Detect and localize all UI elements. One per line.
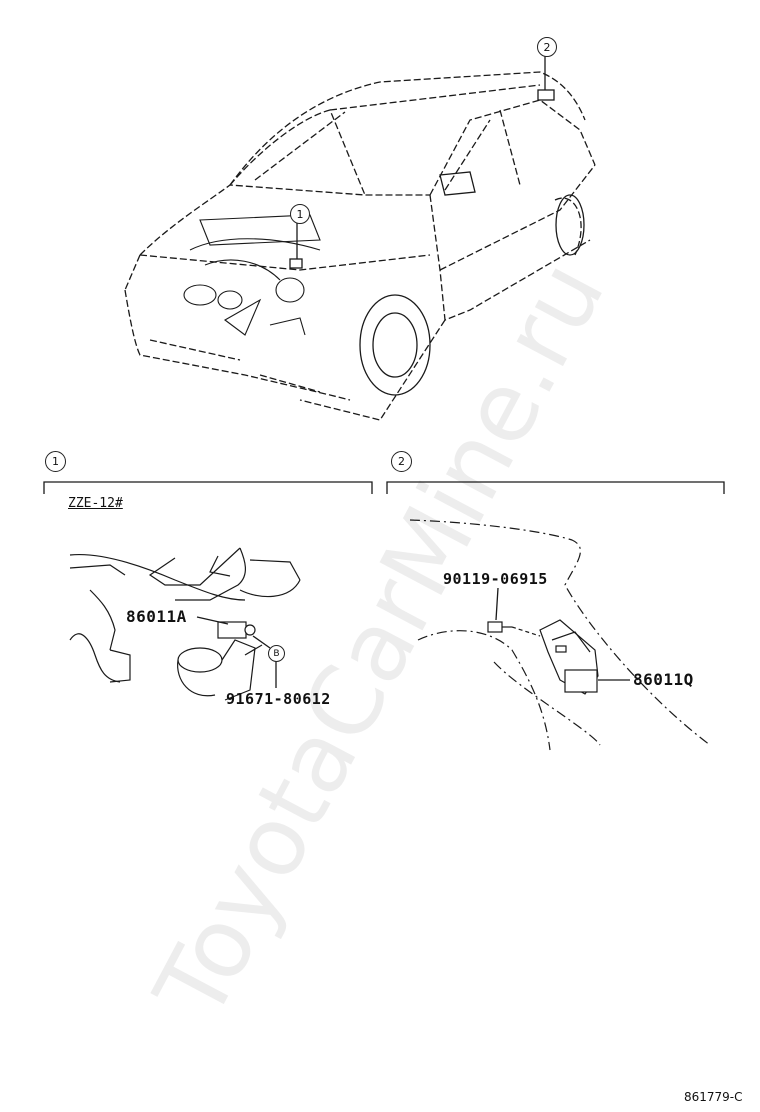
leader-86011A — [196, 616, 229, 625]
panel-1-frame — [43, 481, 373, 494]
part-number-90119-06915: 90119-06915 — [443, 570, 548, 588]
panel-2-frame — [386, 481, 725, 494]
bolt-callout-badge: B — [268, 645, 285, 662]
bolt-callout-label: B — [273, 648, 280, 659]
engine-bay-drawing — [183, 214, 321, 336]
variant-label: ZZE-12# — [68, 496, 123, 511]
panel-1-number-badge: 1 — [45, 451, 66, 472]
leader-bolt-b — [252, 635, 271, 649]
panel-2-drawing — [409, 519, 711, 751]
car-overview-drawing — [124, 71, 596, 421]
panel-2-parts — [487, 619, 599, 695]
leader-90119 — [495, 587, 499, 621]
callout-1-badge: 1 — [290, 204, 310, 224]
callout-2-badge: 2 — [537, 37, 557, 57]
panel-2-number-badge: 2 — [391, 451, 412, 472]
car-wheels — [359, 194, 585, 396]
panel-1-drawing — [69, 547, 301, 701]
part-number-91671-80612: 91671-80612 — [226, 690, 331, 708]
panel-2-number: 2 — [398, 455, 405, 468]
part-number-86011Q: 86011Q — [633, 670, 694, 689]
panel-1-number: 1 — [52, 455, 59, 468]
callout-1-label: 1 — [296, 207, 304, 221]
figure-code: 861779-C — [684, 1090, 743, 1104]
part-number-86011A: 86011A — [126, 607, 187, 626]
callout-2-label: 2 — [543, 40, 551, 54]
